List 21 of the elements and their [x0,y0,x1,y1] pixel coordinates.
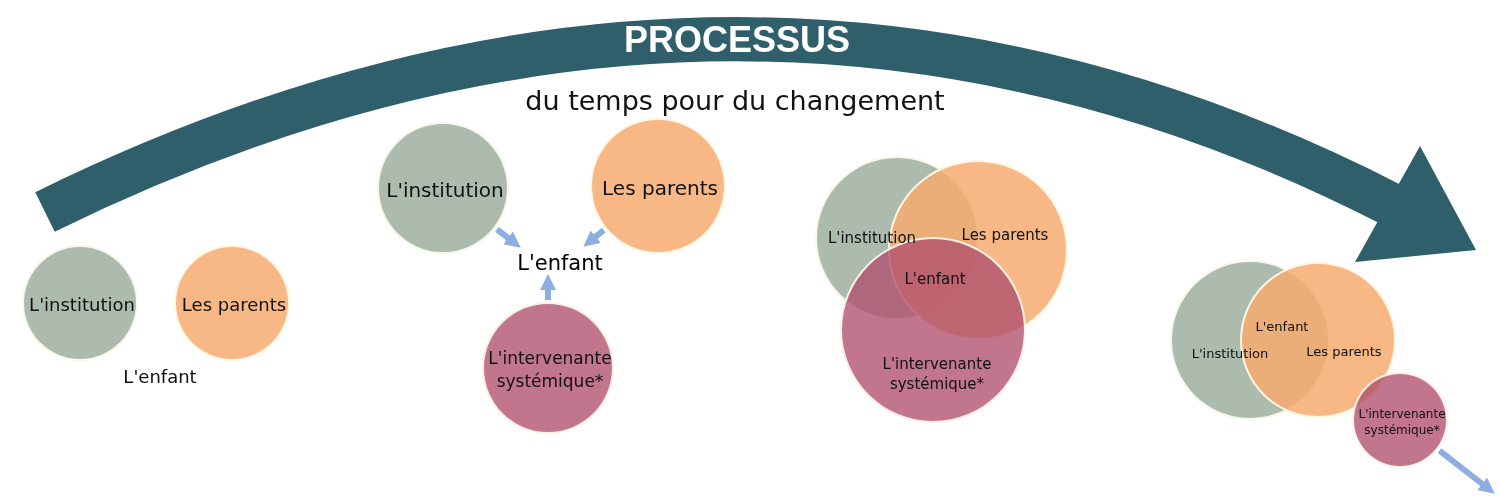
circle-label: L'intervenante systémique* [487,347,613,393]
circle-label: L'intervenante systémique* [881,353,993,395]
circle-label: Les parents [601,174,719,202]
circle-label: L'institution [385,176,505,204]
text-label: L'enfant [904,270,966,288]
text-label: L'enfant [1255,318,1309,334]
arrow [495,227,521,248]
circle-label: Les parents [1305,343,1383,361]
circle-label: L'institution [1190,345,1270,363]
circle-label: L'institution [28,292,136,317]
arrow [540,274,556,300]
circle-label: L'institution [826,227,918,249]
arrow-title: PROCESSUS [623,19,851,61]
node-label: L'enfant [517,251,603,275]
circle-label: L'intervenante systémique* [1357,405,1447,439]
arrow [1437,448,1495,494]
circle-label: Les parents [180,292,288,317]
text-label: L'enfant [123,365,197,387]
arrow [583,227,606,247]
subtitle: du temps pour du changement [525,84,945,116]
circle-label: Les parents [960,224,1050,246]
